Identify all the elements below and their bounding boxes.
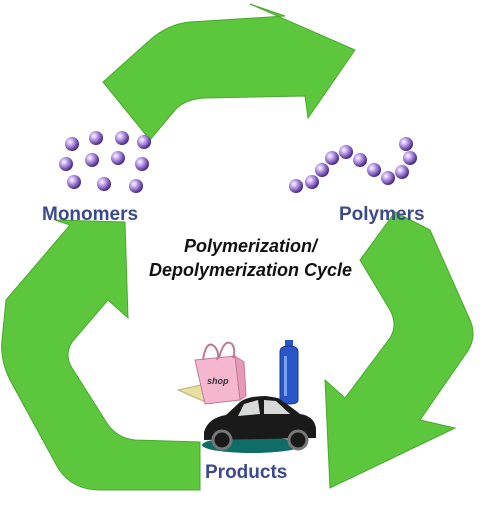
shopping-bag-icon: shop xyxy=(176,341,247,405)
bottle-icon xyxy=(279,340,299,405)
car-icon xyxy=(202,396,316,453)
node-label-products: Products xyxy=(205,462,288,483)
recycle-arrow-left xyxy=(1,219,201,491)
node-label-polymers: Polymers xyxy=(339,204,425,225)
recycle-arrow-right xyxy=(324,211,474,489)
node-label-monomers: Monomers xyxy=(42,204,139,225)
monomer-beads-icon xyxy=(59,131,151,193)
diagram-title-line1: Polymerization/ xyxy=(183,236,318,256)
recycle-arrow-top xyxy=(102,3,356,141)
polymer-chain-icon xyxy=(289,137,417,193)
diagram-title-line2: Depolymerization Cycle xyxy=(148,260,353,280)
shop-bag-label: shop xyxy=(207,376,229,386)
